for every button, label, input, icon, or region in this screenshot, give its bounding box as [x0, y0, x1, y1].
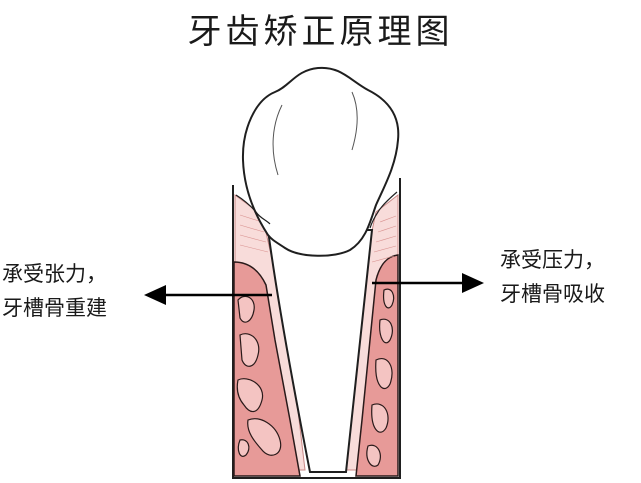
- left-arrow-icon: [144, 285, 272, 305]
- tooth-root: [266, 229, 374, 473]
- tension-label: 承受张力， 牙槽骨重建: [2, 257, 107, 325]
- tension-label-line1: 承受张力，: [2, 262, 107, 286]
- left-bone-marrow: [236, 295, 282, 457]
- pressure-label-line2: 牙槽骨吸收: [500, 282, 605, 306]
- pressure-label-line1: 承受压力，: [500, 248, 605, 272]
- right-gingiva: [369, 191, 398, 229]
- pressure-label: 承受压力， 牙槽骨吸收: [500, 243, 605, 311]
- socket-outline: [232, 178, 401, 479]
- right-bone-marrow: [366, 288, 395, 467]
- crown-detail-left: [272, 104, 283, 176]
- tooth-crown-icon: [241, 66, 400, 257]
- tension-label-line2: 牙槽骨重建: [2, 296, 107, 320]
- crown-detail-right: [351, 91, 358, 151]
- diagram-title: 牙齿矫正原理图: [187, 12, 454, 52]
- left-gingiva: [235, 194, 271, 225]
- ligament-hatching: [239, 214, 397, 263]
- right-arrow-icon: [372, 273, 484, 293]
